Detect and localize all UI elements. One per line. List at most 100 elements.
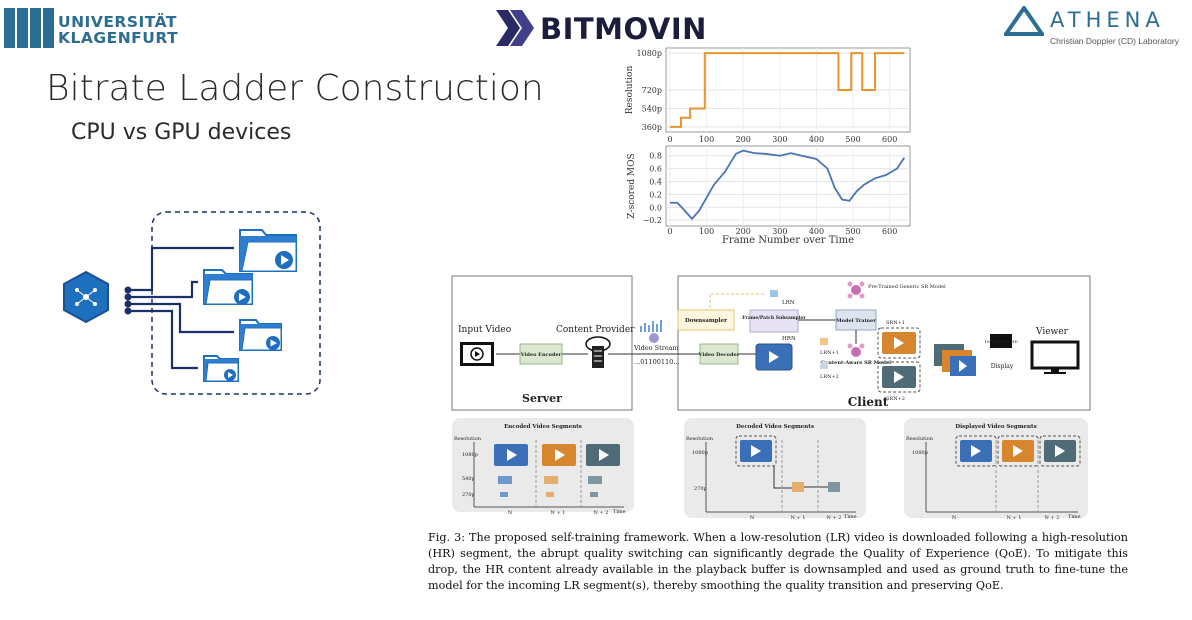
university-bars-icon — [4, 8, 54, 48]
svg-text:1080p: 1080p — [912, 450, 928, 456]
svg-text:Decoded Video Segments: Decoded Video Segments — [736, 424, 814, 430]
resolution-ytick-label: 360p — [642, 123, 662, 132]
university-logo: UNIVERSITÄT KLAGENFURT — [4, 8, 178, 52]
resolution-xtick-label: 400 — [809, 135, 824, 144]
display-label: Display — [991, 363, 1014, 370]
sr-n2-label: SRN+2 — [886, 396, 905, 402]
mos-xtick-label: 100 — [699, 227, 714, 236]
mos-plot-grid — [666, 146, 910, 226]
resolution-xtick-label: 100 — [699, 135, 714, 144]
lr-n1-icon — [820, 338, 828, 345]
resolution-ytick-label: 720p — [642, 86, 662, 95]
lr-n1-label: LRN+1 — [820, 350, 839, 356]
resolution-xtick-label: 0 — [667, 135, 672, 144]
mos-xtick-label: 200 — [736, 227, 751, 236]
cloud-server-icon — [585, 336, 611, 368]
svg-text:N + 1: N + 1 — [551, 510, 566, 516]
content-aware-network-icon — [847, 343, 865, 357]
video-decoder-label: Video Decoder — [698, 352, 740, 358]
mos-axis-label: Z-scored MOS — [627, 153, 637, 218]
mos-xaxis-label: Frame Number over Time — [722, 235, 854, 246]
lr-n2-icon — [820, 362, 828, 369]
encoder-hexagon-icon — [63, 270, 109, 324]
content-provider-label: Content Provider — [556, 325, 635, 335]
stream-bars-icon — [640, 320, 662, 343]
svg-text:Resolution: Resolution — [906, 436, 934, 442]
svg-text:Time: Time — [1068, 514, 1081, 520]
mos-ytick-label: 0.6 — [649, 165, 662, 174]
model-trainer-label: Model Trainer — [836, 318, 876, 324]
svg-text:1080p: 1080p — [692, 450, 708, 456]
bitmovin-chevron-icon — [496, 10, 534, 46]
hr-n-label: HRN — [782, 336, 796, 342]
video-stream-label: Video Stream — [633, 344, 679, 352]
svg-text:Resolution: Resolution — [454, 436, 482, 442]
svg-text:Time: Time — [844, 514, 857, 520]
svg-text:N: N — [750, 515, 755, 521]
athena-wordmark: ATHENA — [1050, 8, 1165, 32]
mos-xtick-label: 300 — [772, 227, 787, 236]
resolution-xtick-label: 600 — [882, 135, 897, 144]
decoded-segments-panel: Decoded Video Segments Resolution 1080p … — [684, 418, 866, 521]
svg-text:270p: 270p — [694, 486, 707, 492]
university-name-line2: KLAGENFURT — [58, 29, 179, 47]
bitmovin-wordmark: BITMOVIN — [540, 12, 707, 46]
folder-video-icon-360 — [203, 355, 239, 382]
mos-xtick-label: 500 — [845, 227, 860, 236]
mos-ytick-label: −0.2 — [643, 216, 662, 225]
sr-n1-label: SRN+1 — [886, 320, 905, 326]
athena-triangle-icon — [1004, 6, 1044, 36]
mos-ytick-label: 0.8 — [649, 152, 662, 161]
resolution-mos-plots: 360p 540p 720p 1080p Resolution 0 100 200 300 4… — [625, 47, 911, 246]
mos-xtick-label: 400 — [809, 227, 824, 236]
svg-text:N + 2: N + 2 — [827, 515, 842, 521]
svg-text:Resolution: Resolution — [686, 436, 714, 442]
downsampler-label: Downsampler — [685, 318, 727, 324]
resolution-ytick-label: 1080p — [637, 49, 662, 58]
mos-series-line — [670, 149, 906, 221]
svg-text:270p: 270p — [462, 492, 475, 498]
resolution-axis-label: Resolution — [625, 66, 635, 115]
athena-logo: ATHENA Christian Doppler (CD) Laboratory — [1004, 6, 1184, 50]
film-strip-icon — [460, 342, 494, 366]
svg-text:Encoded Video Segments: Encoded Video Segments — [504, 424, 582, 430]
mos-plot-frame — [665, 145, 911, 227]
svg-text:N: N — [952, 515, 957, 521]
slide-title: Bitrate Ladder Construction — [46, 68, 544, 109]
fullhd-badge-icon — [990, 334, 1012, 348]
resolution-xtick-label: 500 — [845, 135, 860, 144]
server-label: Server — [522, 392, 562, 405]
folder-video-icon-540 — [239, 319, 282, 351]
content-aware-label: Content-Aware SR Model — [821, 360, 891, 366]
lr-n2-label: LRN+2 — [820, 374, 839, 380]
resolution-ytick-label: 540p — [642, 104, 662, 113]
ladder-arrows — [128, 246, 234, 370]
downsampler-box — [677, 309, 735, 331]
svg-text:N + 1: N + 1 — [791, 515, 806, 521]
video-encoder-label: Video Encoder — [520, 352, 562, 358]
svg-text:N + 2: N + 2 — [1045, 515, 1060, 521]
pretrained-label: Pre-Trained Generic SR Model — [868, 284, 946, 290]
lr-n-label: LRN — [782, 300, 795, 306]
mos-ytick-label: 0.0 — [649, 203, 662, 212]
svg-text:Displayed Video Segments: Displayed Video Segments — [955, 424, 1036, 430]
pretrained-network-icon — [847, 281, 865, 299]
client-label: Client — [848, 395, 889, 409]
displayed-segments-panel: Displayed Video Segments Resolution 1080… — [904, 418, 1088, 521]
athena-subtitle: Christian Doppler (CD) Laboratory — [1050, 36, 1179, 46]
mos-ytick-label: 0.4 — [649, 177, 662, 186]
monitor-icon — [1030, 340, 1080, 374]
self-training-framework-diagram: Server Client Input Video Video Encoder … — [451, 275, 1091, 521]
encoded-segments-panel: Encoded Video Segments Resolution 1080p … — [452, 418, 634, 516]
lr-frame-icon — [770, 290, 778, 297]
mos-ytick-label: 0.2 — [649, 190, 662, 199]
svg-text:1080p: 1080p — [462, 452, 478, 458]
frame-subsampler-label: Frame/Patch Subsampler — [742, 315, 806, 321]
folder-video-icon-1080 — [239, 229, 297, 272]
svg-text:N: N — [508, 510, 513, 516]
slide-subtitle: CPU vs GPU devices — [71, 120, 292, 145]
svg-text:Time: Time — [613, 509, 626, 515]
mos-xtick-label: 600 — [882, 227, 897, 236]
university-name-line1: UNIVERSITÄT — [58, 13, 178, 31]
ladder-arrow-dots — [124, 286, 132, 315]
